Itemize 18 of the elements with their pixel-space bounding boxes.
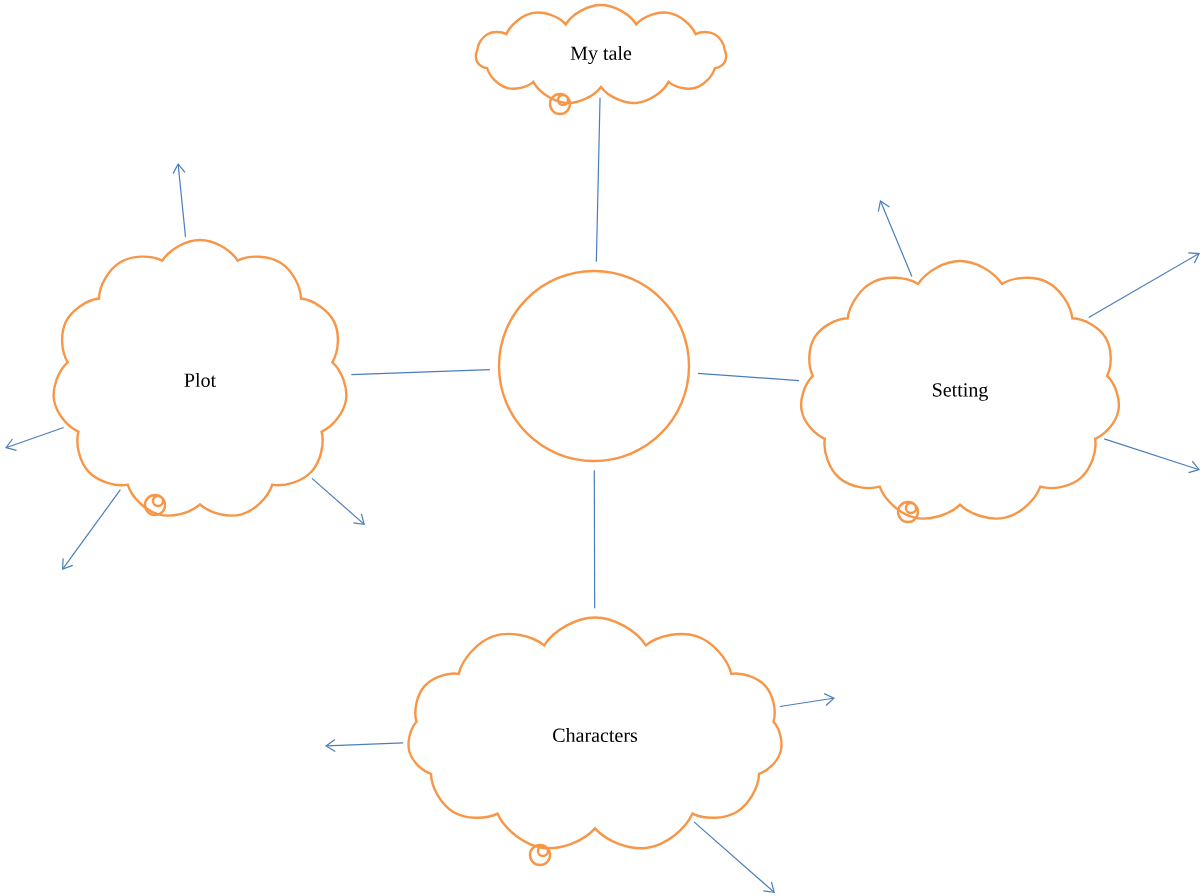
arrow: [311, 477, 365, 525]
thought-cloud: Setting: [799, 259, 1121, 524]
connector-line: [697, 372, 800, 382]
arrow: [693, 821, 775, 893]
thought-cloud: Characters: [407, 616, 783, 867]
connector-line: [593, 469, 596, 609]
arrow: [779, 693, 835, 708]
connector-line: [350, 369, 491, 376]
thought-cloud: Plot: [52, 238, 348, 517]
circle-shape: [497, 269, 691, 463]
thought-cloud: My tale: [474, 3, 728, 116]
arrow: [325, 739, 404, 753]
arrow: [62, 488, 122, 570]
arrow: [1088, 252, 1200, 319]
arrow: [1103, 438, 1200, 474]
arrow: [5, 426, 65, 451]
arrow: [877, 200, 913, 277]
arrow: [172, 163, 187, 238]
